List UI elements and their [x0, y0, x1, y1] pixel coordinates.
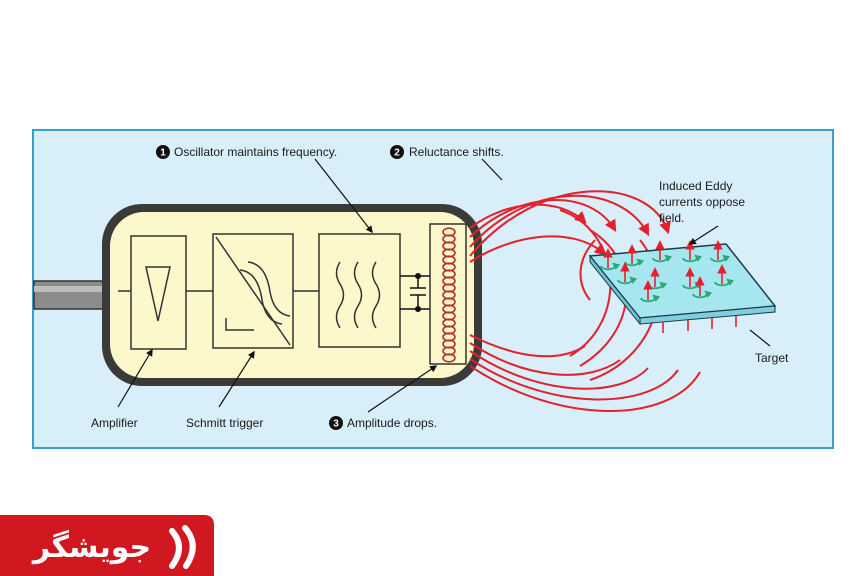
schmitt-hysteresis-icon	[215, 236, 291, 346]
wave-oscillator-icon	[335, 261, 381, 329]
coil-housing	[429, 223, 467, 365]
target-label: Target	[755, 351, 789, 365]
target-plate	[588, 243, 777, 326]
eddy-label-line1: Induced Eddy	[659, 179, 732, 193]
eddy-label-line2: currents oppose	[659, 195, 745, 209]
amplifier-label: Amplifier	[91, 416, 138, 430]
logo-badge: جویشگر	[0, 515, 214, 576]
logo-text: جویشگر	[31, 529, 151, 565]
callout-1-badge	[156, 145, 170, 159]
callout-1-number: 1	[160, 148, 166, 159]
callout-3-number: 3	[333, 419, 339, 430]
callout-1-text: Oscillator maintains frequency.	[174, 145, 337, 159]
sensor-body	[110, 212, 474, 378]
callout-2-badge	[390, 145, 404, 159]
oscillator-block	[318, 233, 401, 348]
eddy-label-line3: field.	[659, 211, 684, 225]
amplifier-block	[130, 235, 187, 350]
coil-icon	[442, 227, 456, 363]
callout-2-number: 2	[394, 148, 400, 159]
triangle-amplifier-icon	[145, 266, 171, 322]
sensor-cable	[33, 280, 115, 310]
callout-3-badge	[329, 416, 343, 430]
leader-lines	[117, 158, 771, 413]
logo-mark-icon	[169, 525, 196, 569]
schmitt-trigger-block	[212, 233, 294, 349]
callout-3-text: Amplitude drops.	[347, 416, 437, 430]
below-target-arrows	[662, 316, 737, 333]
schmitt-trigger-label: Schmitt trigger	[186, 416, 263, 430]
eddy-currents	[600, 240, 735, 303]
callout-2-text: Reluctance shifts.	[409, 145, 504, 159]
